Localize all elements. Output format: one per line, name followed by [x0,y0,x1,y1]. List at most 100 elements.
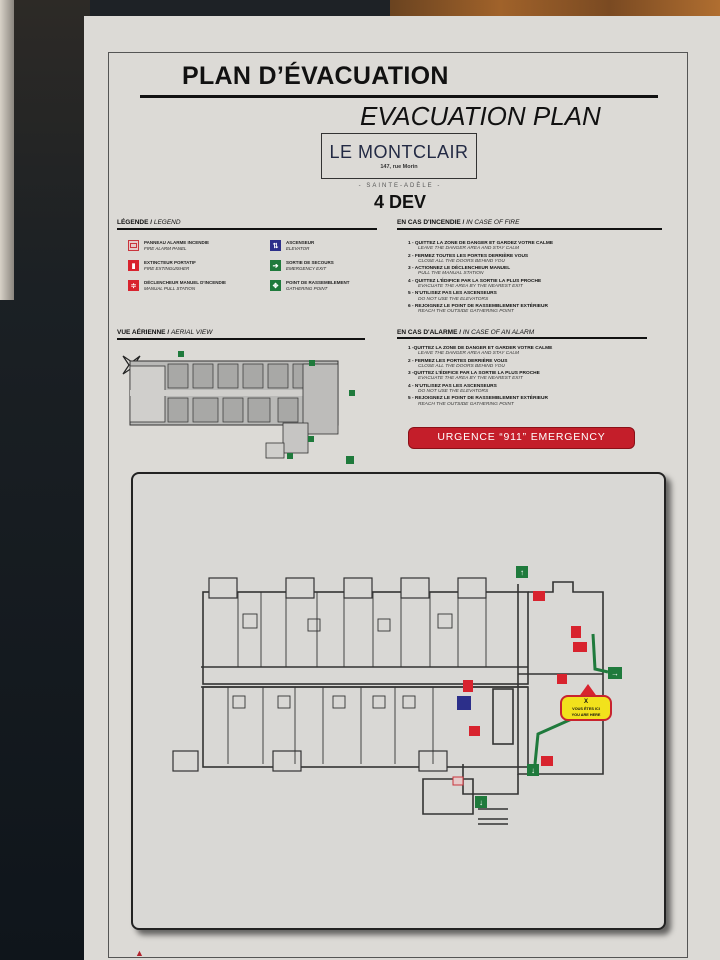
legend-heading-en: LEGEND [153,219,181,226]
aerial-divider [117,338,365,340]
building-name: LE MONTCLAIR [329,142,469,162]
step-fr: 4 - N'UTILISEZ PAS LES ASCENSEURS [408,383,497,389]
svg-text:↓: ↓ [531,766,535,775]
svg-text:→: → [611,669,619,678]
emergency-911-banner: URGENCE “911” EMERGENCY [408,427,635,449]
step-en: LEAVE THE DANGER AREA AND STAY CALM [418,351,520,357]
step-en: CLOSE ALL THE DOORS BEHIND YOU [418,258,505,264]
emergency-exit-icon [475,566,622,808]
step-fr: 3 -QUITTEZ L'ÉDIFICE PAR LA SORTIE LA PL… [408,371,540,377]
step-en: EVACUATE THE AREA BY THE NEAREST EXIT [418,283,523,289]
step-fr: 4 - QUITTEZ L'ÉDIFICE PAR LA SORTIE LA P… [408,278,542,284]
you-are-here-badge: X VOUS ÊTES ICI YOU ARE HERE [560,695,612,721]
step-en: PULL THE MANUAL STATION [418,271,484,277]
aerial-heading: VUE AÉRIENNE / AERIAL VIEW [117,329,212,336]
legend-heading: LÉGENDE / LEGEND [117,219,181,226]
you-are-here-fr: VOUS ÊTES ICI [572,706,600,711]
light-reflection [0,0,14,300]
legend-label-en: FIRE EXTINGUISHER [144,265,190,271]
title-english: EVACUATION PLAN [360,101,601,131]
fire-heading: EN CAS D'INCENDIE / IN CASE OF FIRE [397,219,519,226]
fire-divider [397,228,662,230]
fire-heading-fr: EN CAS D'INCENDIE / [397,219,467,226]
step-fr: 5 - N'UTILISEZ PAS LES ASCENSEURS [408,291,497,297]
legend-label-en: ELEVATOR [286,245,310,251]
legend-label-en: GATHERING POINT [286,285,328,291]
elevator-icon: ⇅ [270,240,281,251]
step-fr: 2 - FERMEZ LES PORTES DERRIÈRE VOUS [408,358,508,364]
fire-extinguisher-icon [463,626,581,692]
legend-label-en: MANUAL PULL STATION [144,285,196,291]
aerial-heading-fr: VUE AÉRIENNE / [117,329,171,336]
step-fr: 6 - REJOIGNEZ LE POINT DE RASSEMBLEMENT … [408,303,548,309]
step-en: LEAVE THE DANGER AREA AND STAY CALM [418,246,520,252]
legend-divider [117,228,377,230]
alarm-step: 1 -QUITTEZ LA ZONE DE DANGER ET GARDER V… [408,346,552,356]
alarm-heading-fr: EN CAS D'ALARME / [397,329,463,336]
alarm-step: 5 - REJOIGNEZ LE POINT DE RASSEMBLEMENT … [408,396,552,406]
alarm-divider [397,337,647,339]
legend-heading-fr: LÉGENDE / [117,219,154,226]
legend-label-en: EMERGENCY EXIT [286,265,327,271]
step-fr: 5 - REJOIGNEZ LE POINT DE RASSEMBLEMENT … [408,396,548,402]
building-address: 147, rue Morin [380,164,418,170]
fire-step: 1 - QUITTEZ LA ZONE DE DANGER ET GARDEZ … [408,241,553,251]
fire-heading-en: IN CASE OF FIRE [466,219,520,226]
fire-steps-list: 1 - QUITTEZ LA ZONE DE DANGER ET GARDEZ … [408,241,553,317]
floor-plan-map: ↑ → ↓ ↓ X VOUS ÊTES ICI YOU ARE HERE [172,566,622,825]
step-en: DO NOT USE THE ELEVATORS [418,388,489,394]
alarm-step: 3 -QUITTEZ L'ÉDIFICE PAR LA SORTIE LA PL… [408,371,552,381]
aerial-exit-icons [178,351,355,464]
legend-label-fr: EXTINCTEUR PORTATIF [144,260,196,265]
aerial-view-map: rue Morin [122,351,355,464]
fire-extinguisher-icon: ▮ [128,260,139,271]
fire-step: 4 - QUITTEZ L'ÉDIFICE PAR LA SORTIE LA P… [408,279,553,289]
floor-label: 4 DEV [373,192,427,212]
step-en: EVACUATE THE AREA BY THE NEAREST EXIT [418,376,523,382]
step-fr: 1 -QUITTEZ LA ZONE DE DANGER ET GARDER V… [408,346,553,351]
step-en: DO NOT USE THE ELEVATORS [418,296,489,302]
legend-label-fr: DÉCLENCHEUR MANUEL D'INCENDIE [144,280,226,285]
alarm-heading-en: IN CASE OF AN ALARM [462,329,535,336]
elevator-icon [457,696,471,710]
step-fr: 2 - FERMEZ TOUTES LES PORTES DERRIÈRE VO… [408,253,529,259]
step-en: CLOSE ALL THE DOORS BEHIND YOU [418,363,505,369]
title-french: PLAN D’ÉVACUATION [182,62,449,90]
step-en: REACH THE OUTSIDE GATHERING POINT [418,401,514,407]
legend-label-fr: ASCENSEUR [286,240,315,245]
wall-background [0,0,90,960]
fire-alarm-panel-icon [128,240,139,251]
building-brand-box: LE MONTCLAIR 147, rue Morin [321,133,477,179]
building-city: - SAINTE-ADÈLE - [358,183,442,189]
sign-frame [108,52,688,958]
floor-plan-panel: ↑ → ↓ ↓ X VOUS ÊTES ICI YOU ARE HERE [131,472,666,930]
svg-text:↑: ↑ [520,568,524,577]
aerial-heading-en: AERIAL VIEW [170,329,213,336]
svg-text:↓: ↓ [479,798,483,807]
step-fr: 3 - ACTIONNEZ LE DÉCLENCHEUR MANUEL [408,266,511,272]
fire-alarm-panel-icon [452,776,464,786]
legend-label-fr: POINT DE RASSEMBLEMENT [286,280,350,285]
step-fr: 1 - QUITTEZ LA ZONE DE DANGER ET GARDEZ … [408,241,554,246]
step-en: REACH THE OUTSIDE GATHERING POINT [418,309,514,315]
you-are-here-marker: X [584,699,588,705]
legend-label-fr: PANNEAU ALARME INCENDIE [144,240,210,245]
manual-pull-station-icon: ≑ [128,280,139,291]
you-are-here-en: YOU ARE HERE [572,713,601,717]
fire-step: 2 - FERMEZ TOUTES LES PORTES DERRIÈRE VO… [408,254,553,264]
manual-pull-station-icon [469,591,587,766]
alarm-heading: EN CAS D'ALARME / IN CASE OF AN ALARM [397,329,534,336]
emergency-exit-icon: ➔ [270,260,281,271]
gathering-point-icon: ✥ [270,280,281,291]
legend-label-fr: SORTIE DE SECOURS [286,260,334,265]
title-divider [140,95,658,98]
